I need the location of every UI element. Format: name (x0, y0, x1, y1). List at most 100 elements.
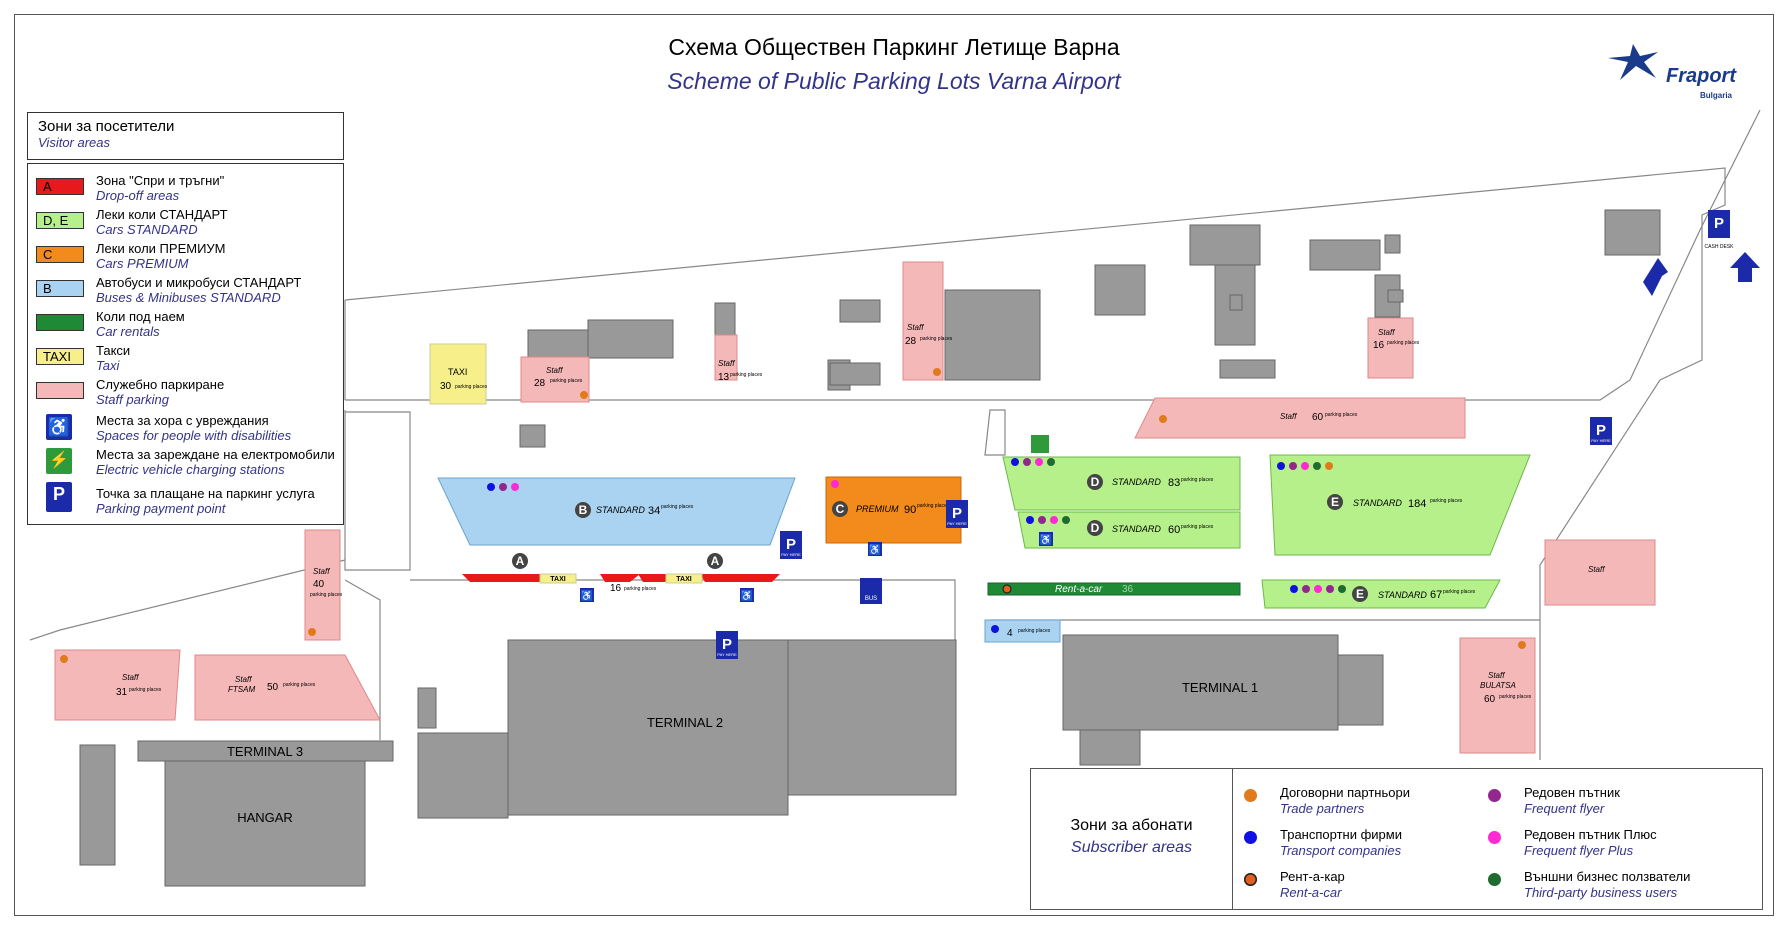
legend-swatch-premium: C (36, 246, 84, 263)
logo-brand: Fraport (1666, 65, 1736, 87)
bus-lot-4 (984, 619, 1061, 643)
staff-lot-east (1544, 539, 1656, 606)
subscriber-label-ru: Редовен пътник Плюс (1524, 827, 1657, 842)
zone-d1-marker (1087, 474, 1103, 490)
rentacar-label: Rent-a-car (1055, 584, 1103, 595)
building-north-7 (1189, 224, 1261, 266)
map-dot-purple-b (499, 483, 507, 491)
subscriber-title-en: Subscriber areas (1071, 839, 1192, 856)
staff-lot-13 (714, 334, 738, 381)
legend-label-ru: Места за хора с увреждания (96, 413, 269, 428)
building-small-6 (1229, 294, 1243, 311)
zone-d1-unit: parking places (1181, 477, 1214, 483)
legend-swatch-dropoff: A (36, 178, 84, 195)
fraport-star-icon (1608, 44, 1658, 80)
pay-letter-c: P (952, 505, 962, 522)
building-small-3 (829, 362, 881, 386)
building-north-11 (1219, 359, 1276, 379)
zone-d2-unit: parking places (1181, 524, 1214, 530)
dropoff-stripe-1 (462, 574, 545, 582)
map-dot-orange-staff60 (1159, 415, 1167, 423)
staff-sub-bulatsa: BULATSA (1480, 681, 1516, 690)
zone-d2-marker (1087, 520, 1103, 536)
fraport-logo: Fraport Bulgaria (1598, 34, 1738, 104)
bus-lot-unit: parking places (1018, 628, 1051, 634)
pay-here-icon-cash (1708, 210, 1730, 238)
legend-swatch-text: C (43, 247, 53, 262)
legend-label-ru: Места за зареждане на електромобили (96, 447, 335, 462)
staff-count-28-north: 28 (905, 336, 917, 347)
pay-here-icon-east (1590, 417, 1612, 445)
zone-e2-lot (1261, 579, 1501, 609)
wheelchair-glyph-3: ♿ (869, 543, 881, 556)
bus-stop-icon (860, 578, 882, 604)
map-dot-orange-staff28n (933, 368, 941, 376)
zone-e1-letter: E (1331, 495, 1339, 509)
zone-d1-type: STANDARD (1112, 477, 1161, 487)
building-north-6 (1094, 264, 1146, 316)
map-dot-blue-b (487, 483, 495, 491)
pay-text-b: PAY HERE (781, 552, 801, 557)
zone-d1-letter: D (1091, 475, 1100, 489)
zone-c-count: 90 (904, 504, 916, 516)
building-small-5 (1387, 289, 1404, 303)
legend-label-ru: Зона "Спри и тръгни" (96, 173, 225, 188)
terminal-2-building (507, 639, 789, 816)
zone-d2-count: 60 (1168, 524, 1180, 536)
map-dot-orange-e1 (1325, 462, 1333, 470)
page-title-ru: Схема Обществен Паркинг Летище Варна (668, 34, 1120, 60)
map-dot-purple-d1 (1023, 458, 1031, 466)
zone-e2-count: 67 (1430, 589, 1442, 601)
map-dot-orange-staff40 (308, 628, 316, 636)
staff-lot-40 (304, 529, 341, 641)
staff-count-bulatsa: 60 (1484, 694, 1496, 705)
legend-label-ru: Леки коли СТАНДАРТ (96, 207, 228, 222)
staff-unit-60: parking places (1325, 412, 1358, 418)
legend-label-ru: Леки коли ПРЕМИУМ (96, 241, 226, 256)
visitor-legend: A Зона "Спри и тръгни"Drop-off areas D, … (27, 163, 344, 525)
legend-swatch-staff (36, 382, 84, 399)
map-dot-green-e1 (1313, 462, 1321, 470)
zone-d2-lot (1017, 511, 1241, 549)
staff-count-31: 31 (116, 687, 128, 698)
taxi-lot-count: 30 (440, 381, 452, 392)
staff-label-60: Staff (1280, 412, 1297, 421)
legend-label-ru: Точка за плащане на паркинг услуга (96, 486, 315, 501)
dropoff-taxi-2 (665, 573, 703, 584)
east-road (984, 409, 1006, 456)
zone-e2-type: STANDARD (1378, 590, 1427, 600)
zone-a-letter-2: A (711, 554, 720, 568)
map-dot-green-d1 (1047, 458, 1055, 466)
zone-e2-letter: E (1356, 587, 1364, 601)
page-title-en: Scheme of Public Parking Lots Varna Airp… (667, 68, 1121, 94)
zone-b-type: STANDARD (596, 505, 645, 515)
map-dot-magenta-c (831, 480, 839, 488)
staff-unit-40: parking places (310, 592, 343, 598)
subscriber-label-ru: Рент-а-кар (1280, 869, 1345, 884)
map-dot-purple-e1 (1289, 462, 1297, 470)
building-west (79, 744, 116, 866)
staff-label-16: Staff (1378, 328, 1395, 337)
dropoff-stripe-2 (600, 574, 640, 582)
subscriber-label-ru: Договорни партньори (1280, 785, 1410, 800)
legend-label-en: Drop-off areas (96, 188, 180, 203)
legend-label-en: Staff parking (96, 392, 169, 407)
map-dot-blue-e2 (1290, 585, 1298, 593)
ev-charging-icon: ⚡ (46, 448, 72, 474)
terminal-3-label: TERMINAL 3 (227, 744, 303, 759)
dropoff-stripe-3 (638, 574, 670, 582)
subscriber-label-ru: Редовен пътник (1524, 785, 1620, 800)
main-road (344, 410, 411, 571)
map-dot-orange-staff31 (60, 655, 68, 663)
staff-unit-50: parking places (283, 682, 316, 688)
map-dot-magenta-d1 (1035, 458, 1043, 466)
road-hangar (344, 579, 381, 740)
legend-swatch-taxi: TAXI (36, 348, 84, 365)
zone-b-lot (437, 477, 796, 546)
legend-label-ru: Автобуси и микробуси СТАНДАРТ (96, 275, 302, 290)
staff-unit-31: parking places (129, 687, 162, 693)
cash-arrow-icon (1643, 258, 1668, 296)
wheelchair-glyph-2: ♿ (741, 589, 753, 602)
